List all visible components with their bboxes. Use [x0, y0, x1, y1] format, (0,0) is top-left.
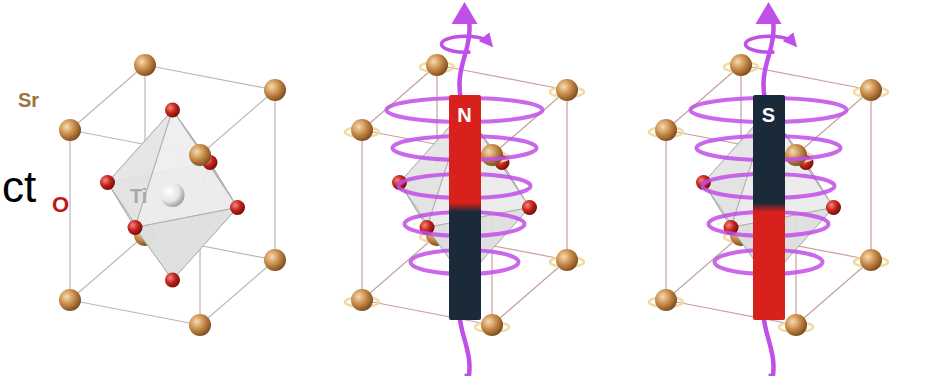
o-atom	[100, 175, 115, 190]
sr-atom	[860, 249, 882, 271]
unit-cell	[345, 54, 584, 336]
cell-edge	[69, 130, 70, 300]
arrow-head	[756, 2, 782, 24]
sr-atom	[351, 119, 373, 141]
cell-edge	[70, 300, 200, 325]
sr-atom	[556, 249, 578, 271]
octahedron-face	[135, 110, 238, 228]
cell-edge	[665, 130, 666, 300]
unit-cell	[649, 54, 888, 336]
pole-label: S	[753, 105, 785, 125]
sr-atom	[134, 54, 156, 76]
atom-label: O	[52, 194, 69, 216]
pole-label: N	[449, 105, 481, 125]
cell-edge	[741, 65, 871, 90]
arrow-head	[452, 2, 478, 24]
cell-edge	[361, 130, 362, 300]
sr-atom	[264, 249, 286, 271]
cell-edge	[666, 235, 741, 300]
circular-polarized-light	[691, 2, 847, 376]
o-atom	[165, 103, 180, 118]
ti-atom	[161, 183, 185, 207]
sr-atom	[655, 289, 677, 311]
cell-edge	[145, 65, 275, 90]
o-atom	[165, 273, 180, 288]
cell-edge	[70, 65, 145, 130]
sr-atom	[655, 119, 677, 141]
magnet-bar: S	[753, 95, 785, 320]
cell-edge	[870, 90, 871, 260]
sr-atom	[59, 289, 81, 311]
magnet-bar: N	[449, 95, 481, 320]
sr-atom	[264, 79, 286, 101]
sr-atom	[785, 144, 807, 166]
sr-atom	[59, 119, 81, 141]
o-atom	[230, 200, 245, 215]
o-atom	[826, 200, 841, 215]
sr-atom	[785, 314, 807, 336]
sr-atom	[556, 79, 578, 101]
cell-edge	[362, 235, 437, 300]
rotation-arrow	[441, 36, 488, 52]
sr-atom	[189, 144, 211, 166]
cell-edge	[274, 90, 275, 260]
sr-atom	[481, 314, 503, 336]
cell-edge	[200, 90, 275, 155]
sr-atom	[860, 79, 882, 101]
sr-atom	[730, 54, 752, 76]
cell-edge	[200, 260, 275, 325]
o-atom	[522, 200, 537, 215]
cell-edge	[566, 90, 567, 260]
cell-edge	[70, 235, 145, 300]
atom-label: Sr	[18, 90, 39, 110]
sr-atom	[481, 144, 503, 166]
cell-edge	[437, 65, 567, 90]
atom-label: Ti	[130, 186, 147, 206]
sr-atom	[189, 314, 211, 336]
rotation-arrow	[745, 36, 792, 52]
sr-atom	[351, 289, 373, 311]
circular-polarized-light	[387, 2, 543, 376]
cropped-text: ct	[2, 165, 36, 209]
o-atom	[128, 220, 143, 235]
sr-atom	[426, 54, 448, 76]
octahedron-face	[135, 208, 238, 281]
unit-cell	[59, 54, 286, 336]
